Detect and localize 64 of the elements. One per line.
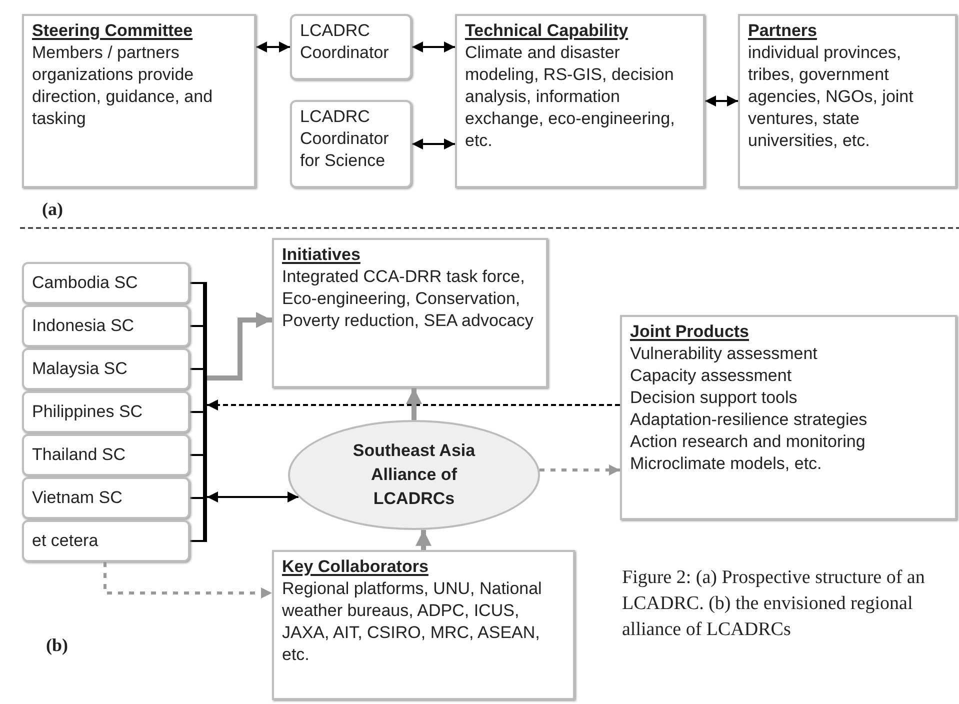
box-text: Cambodia SC [32, 272, 139, 294]
info-box [22, 14, 256, 188]
box-text: Microclimate models, etc. [630, 453, 823, 475]
box-text: Capacity assessment [630, 365, 793, 387]
dashed-arrow [539, 464, 620, 476]
box-text: Malaysia SC [32, 358, 128, 380]
box-heading: Initiatives [282, 244, 362, 266]
country-box [22, 305, 190, 347]
arrow [207, 312, 272, 380]
coordinator-box [290, 100, 412, 188]
arrow [416, 530, 432, 550]
alliance-label: Southeast Asia Alliance of LCADRCs [352, 440, 476, 510]
country-box [22, 348, 190, 390]
panel-label: (b) [46, 634, 68, 657]
country-box [22, 477, 190, 519]
box-heading: Joint Products [630, 321, 750, 343]
country-box [22, 262, 190, 304]
info-box [455, 14, 705, 188]
connector-line [190, 368, 203, 370]
info-box [620, 315, 957, 520]
panel-label: (a) [42, 198, 63, 221]
connector-line [190, 454, 203, 456]
arrow [406, 388, 422, 420]
connector-line [190, 282, 203, 284]
box-text: LCADRC Coordinator [300, 20, 390, 64]
info-box [272, 550, 575, 700]
arrow [705, 96, 738, 106]
arrow [412, 138, 455, 150]
connector-line [190, 540, 203, 542]
box-text: Integrated CCA-DRR task force, Eco-engineering, Conservation, Poverty reduction, SEA advocacy [282, 266, 534, 332]
box-heading: Key Collaborators [282, 556, 430, 578]
connector-line [190, 325, 203, 327]
box-text: Adaptation-resilience strategies [630, 409, 868, 431]
box-heading: Steering Committee [32, 20, 194, 42]
box-text: LCADRC Coordinator for Science [300, 106, 390, 172]
figure-caption: Figure 2: (a) Prospective structure of an LCADRC. (b) the envisioned regional alliance of LCADRCs [622, 566, 926, 642]
box-text: Climate and disaster modeling, RS-GIS, decision analysis, information exchange, eco-engineering, etc. [465, 42, 676, 152]
box-text: Vietnam SC [32, 487, 124, 509]
arrow [412, 42, 455, 52]
info-box [272, 238, 548, 388]
connector-line [190, 411, 203, 413]
box-heading: Technical Capability [465, 20, 630, 42]
box-text: et cetera [32, 530, 100, 552]
country-box [22, 391, 190, 433]
box-text: Philippines SC [32, 401, 144, 423]
info-box [738, 14, 957, 188]
box-text: Members / partners organizations provide direction, guidance, and tasking [32, 42, 214, 130]
bracket [203, 282, 207, 542]
box-text: Vulnerability assessment [630, 343, 818, 365]
dashed-arrow [104, 562, 272, 598]
connector-line [190, 497, 203, 499]
box-text: Action research and monitoring [630, 431, 866, 453]
country-box [22, 434, 190, 476]
box-text: Thailand SC [32, 444, 127, 466]
arrow [207, 492, 299, 502]
box-text: individual provinces, tribes, government agencies, NGOs, joint ventures, state universities, etc. [748, 42, 914, 152]
box-text: Indonesia SC [32, 315, 136, 337]
box-text: Decision support tools [630, 387, 798, 409]
country-box [22, 520, 190, 562]
box-text: Regional platforms, UNU, National weather bureaus, ADPC, ICUS, JAXA, AIT, CSIRO, MRC, ASEAN, etc. [282, 578, 543, 666]
box-heading: Partners [748, 20, 818, 42]
dashed-arrow [207, 400, 620, 410]
arrow [256, 42, 290, 52]
coordinator-box [290, 14, 412, 80]
